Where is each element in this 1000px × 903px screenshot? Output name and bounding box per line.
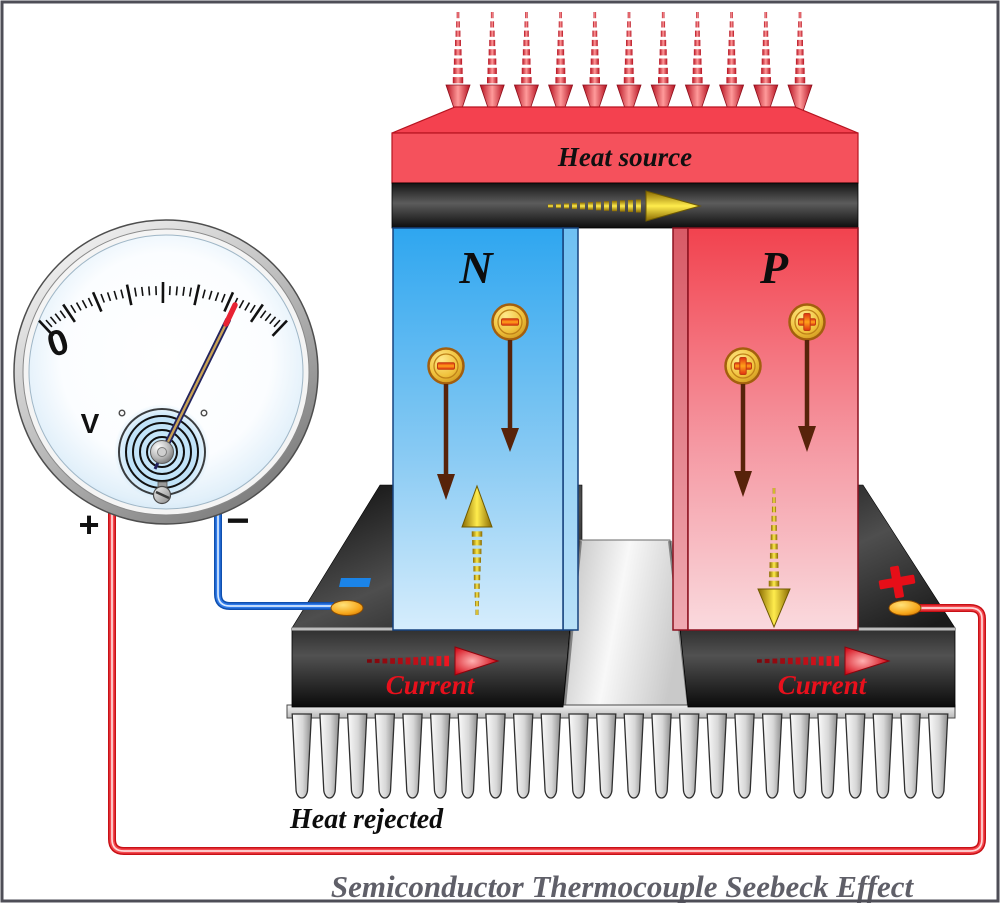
heat-rejected-label: Heat rejected: [289, 804, 444, 835]
heat-arrow-icon: [616, 12, 642, 122]
heat-source-front-face: [391, 132, 859, 184]
plate-minus-mark: [339, 578, 371, 587]
current-arrow-right-icon: [757, 646, 891, 676]
gauge-plus-terminal-label: +: [78, 504, 99, 545]
heat-arrow-icon: [445, 12, 471, 122]
current-arrow-left-icon: [367, 646, 500, 676]
hot-junction-band: [391, 182, 859, 229]
heat-arrow-icon: [479, 12, 505, 122]
current-up-arrow-icon: [461, 484, 493, 615]
current-down-arrow-icon: [757, 488, 791, 629]
carrier-drift-arrow-icon: [501, 340, 519, 452]
current-label-left: Current: [386, 670, 476, 700]
heat-arrow-icon: [582, 12, 608, 122]
blue-wire-negative: [214, 505, 334, 610]
gauge-screw-dot-left: [118, 409, 126, 417]
caption-title: Semiconductor Thermocouple Seebeck Effec…: [331, 869, 915, 903]
red-wire-positive: [108, 505, 986, 855]
plate-plus-mark: [878, 565, 916, 599]
gauge-minus-terminal-label: −: [226, 499, 249, 543]
hot-junction: [391, 182, 859, 229]
heat-arrow-icon: [787, 12, 813, 122]
gauge-screw-dot-right: [200, 409, 208, 417]
hole-icon: [724, 347, 762, 385]
hole-carriers: [724, 303, 826, 497]
heat-source-block: Heat source: [391, 106, 859, 184]
gauge-needle: [153, 302, 238, 470]
needle-hub-center: [157, 447, 167, 457]
heat-arrow-icon: [684, 12, 710, 122]
heat-source-top-face: [391, 106, 859, 134]
hole-icon: [788, 303, 826, 341]
n-pillar-side-face: [562, 227, 579, 631]
heatsink-base: [286, 704, 956, 719]
carrier-drift-arrow-icon: [734, 384, 752, 497]
left-terminal-connector: [330, 600, 364, 616]
gauge-tick-scale: [38, 281, 288, 337]
current-label-right: Current: [778, 670, 868, 700]
hairspring-coil-icon: [118, 408, 206, 496]
gauge-unit-label: V: [81, 408, 100, 439]
voltmeter-gauge: 0 V + −: [13, 219, 319, 545]
carrier-drift-arrow-icon: [798, 340, 816, 452]
electron-flow-arrow-right-icon: [548, 190, 702, 222]
heat-source-label: Heat source: [557, 142, 692, 172]
right-terminal-connector: [888, 600, 922, 616]
n-pillar-label: N: [458, 242, 494, 293]
p-pillar-label: P: [759, 242, 789, 293]
electron-carriers: [427, 303, 529, 500]
electron-icon: [427, 347, 465, 385]
screw-slot: [155, 490, 170, 500]
electron-icon: [491, 303, 529, 341]
heatsink-fins: [291, 713, 949, 799]
n-pillar-front-face: [392, 227, 564, 631]
heat-arrow-icon: [753, 12, 779, 122]
circuit-wires: [108, 505, 986, 855]
p-pillar-side-face: [672, 227, 689, 631]
carrier-drift-arrow-icon: [437, 384, 455, 500]
heat-arrow-icon: [719, 12, 745, 122]
heat-flux-arrows: [445, 12, 813, 122]
heat-arrow-icon: [650, 12, 676, 122]
p-type-pillar: P: [672, 227, 859, 631]
heat-arrow-icon: [548, 12, 574, 122]
heat-arrow-icon: [513, 12, 539, 122]
n-type-pillar: N: [392, 227, 579, 631]
